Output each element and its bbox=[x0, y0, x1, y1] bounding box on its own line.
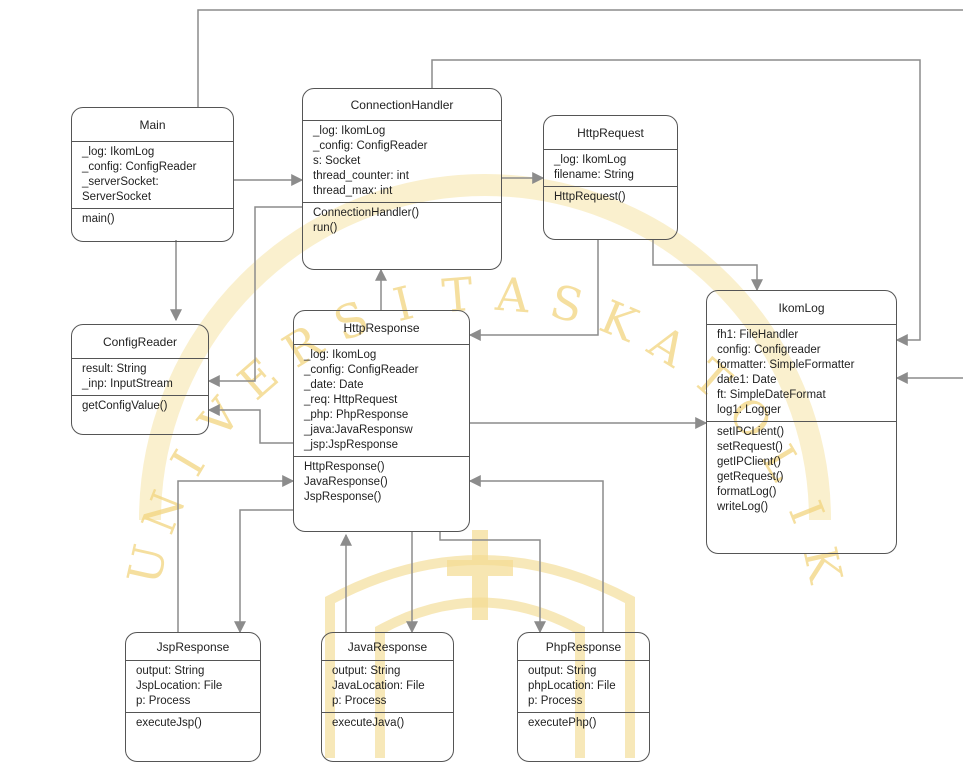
attribute: _java:JavaResponsw bbox=[304, 424, 413, 436]
attribute: _log: IkomLog bbox=[82, 146, 155, 158]
attribute: result: String bbox=[82, 363, 147, 375]
attributes-section: result: String _inp: InputStream bbox=[72, 359, 208, 396]
attributes-section: _log: IkomLog filename: String bbox=[544, 150, 677, 187]
attribute: fh1: FileHandler bbox=[717, 329, 799, 341]
watermark-letter: A bbox=[493, 267, 532, 324]
method: getIPClient() bbox=[717, 456, 781, 468]
watermark-letter: K bbox=[593, 289, 647, 353]
method: setIPCLient() bbox=[717, 426, 785, 438]
method: getConfigValue() bbox=[82, 400, 168, 412]
class-name: IkomLog bbox=[707, 291, 896, 325]
attribute: formatter: SimpleFormatter bbox=[717, 359, 855, 371]
class-name: PhpResponse bbox=[518, 633, 649, 661]
attribute: _date: Date bbox=[304, 379, 364, 391]
attribute: _inp: InputStream bbox=[82, 378, 173, 390]
methods-section: setIPCLient() setRequest() getIPClient() ge… bbox=[707, 422, 896, 518]
attributes-section: _log: IkomLog _config: ConfigReader s: Soc… bbox=[303, 121, 501, 203]
methods-section: HttpRequest() bbox=[544, 187, 677, 208]
attribute: config: Configreader bbox=[717, 344, 821, 356]
method: executeJava() bbox=[332, 717, 405, 729]
attribute: filename: String bbox=[554, 169, 634, 181]
class-name: HttpResponse bbox=[294, 311, 469, 345]
class-name: JspResponse bbox=[126, 633, 260, 661]
class-main: Main _log: IkomLog _config: ConfigReader _s… bbox=[71, 107, 234, 242]
attribute: _log: IkomLog bbox=[304, 349, 377, 361]
attribute: _php: PhpResponse bbox=[304, 409, 409, 421]
method: HttpResponse() bbox=[304, 461, 385, 473]
class-name: ConfigReader bbox=[72, 325, 208, 359]
method: HttpRequest() bbox=[554, 191, 626, 203]
attributes-section: _log: IkomLog _config: ConfigReader _date:… bbox=[294, 345, 469, 457]
attribute: output: String bbox=[136, 665, 205, 677]
attribute: p: Process bbox=[528, 695, 583, 707]
attribute: JavaLocation: File bbox=[332, 680, 425, 692]
class-ikom-log: IkomLog fh1: FileHandler config: Configrea… bbox=[706, 290, 897, 554]
method: JspResponse() bbox=[304, 491, 382, 503]
attribute: _req: HttpRequest bbox=[304, 394, 398, 406]
attribute: _config: ConfigReader bbox=[304, 364, 419, 376]
methods-section: executeJsp() bbox=[126, 713, 260, 734]
attribute: thread_counter: int bbox=[313, 170, 409, 182]
class-connection-handler: ConnectionHandler _log: IkomLog _config: C… bbox=[302, 88, 502, 270]
class-name: ConnectionHandler bbox=[303, 89, 501, 121]
methods-section: ConnectionHandler() run() bbox=[303, 203, 501, 239]
watermark-letter: S bbox=[545, 274, 588, 334]
class-http-response: HttpResponse _log: IkomLog _config: Config… bbox=[293, 310, 470, 532]
methods-section: executePhp() bbox=[518, 713, 649, 734]
attribute: s: Socket bbox=[313, 155, 361, 167]
method: executePhp() bbox=[528, 717, 597, 729]
methods-section: getConfigValue() bbox=[72, 396, 208, 417]
attributes-section: fh1: FileHandler config: Configreader form… bbox=[707, 325, 896, 422]
attribute: JspLocation: File bbox=[136, 680, 223, 692]
attribute: log1: Logger bbox=[717, 404, 781, 416]
class-name: JavaResponse bbox=[322, 633, 453, 661]
attribute: p: Process bbox=[136, 695, 191, 707]
attribute: date1: Date bbox=[717, 374, 777, 386]
attribute: _log: IkomLog bbox=[554, 154, 627, 166]
attributes-section: output: String phpLocation: File p: Proces… bbox=[518, 661, 649, 713]
attribute: ft: SimpleDateFormat bbox=[717, 389, 826, 401]
attribute: _log: IkomLog bbox=[313, 125, 386, 137]
method: formatLog() bbox=[717, 486, 777, 498]
class-config-reader: ConfigReader result: String _inp: InputStr… bbox=[71, 324, 209, 435]
watermark-letter: U bbox=[117, 540, 178, 590]
method: main() bbox=[82, 213, 115, 225]
attribute: output: String bbox=[332, 665, 401, 677]
attribute: _config: ConfigReader bbox=[82, 161, 197, 173]
attribute: _config: ConfigReader bbox=[313, 140, 428, 152]
method: setRequest() bbox=[717, 441, 783, 453]
attribute: thread_max: int bbox=[313, 185, 393, 197]
attribute: phpLocation: File bbox=[528, 680, 616, 692]
attribute: _jsp:JspResponse bbox=[304, 439, 398, 451]
method: run() bbox=[313, 222, 338, 234]
watermark-letter: I bbox=[160, 441, 216, 484]
attribute: p: Process bbox=[332, 695, 387, 707]
method: getRequest() bbox=[717, 471, 784, 483]
watermark-letter: E bbox=[228, 347, 289, 410]
methods-section: HttpResponse() JavaResponse() JspResponse(… bbox=[294, 457, 469, 508]
class-name: Main bbox=[72, 108, 233, 142]
attributes-section: _log: IkomLog _config: ConfigReader _serve… bbox=[72, 142, 233, 209]
watermark-letter: A bbox=[638, 314, 696, 378]
methods-section: executeJava() bbox=[322, 713, 453, 734]
method: writeLog() bbox=[717, 501, 769, 513]
method: ConnectionHandler() bbox=[313, 207, 420, 219]
methods-section: main() bbox=[72, 209, 233, 230]
method: JavaResponse() bbox=[304, 476, 388, 488]
class-name: HttpRequest bbox=[544, 116, 677, 150]
class-php-response: PhpResponse output: String phpLocation: Fi… bbox=[517, 632, 650, 762]
attribute: _serverSocket: bbox=[82, 176, 159, 188]
attribute: output: String bbox=[528, 665, 597, 677]
attribute: ServerSocket bbox=[82, 191, 152, 203]
class-http-request: HttpRequest _log: IkomLog filename: String… bbox=[543, 115, 678, 240]
method: executeJsp() bbox=[136, 717, 202, 729]
